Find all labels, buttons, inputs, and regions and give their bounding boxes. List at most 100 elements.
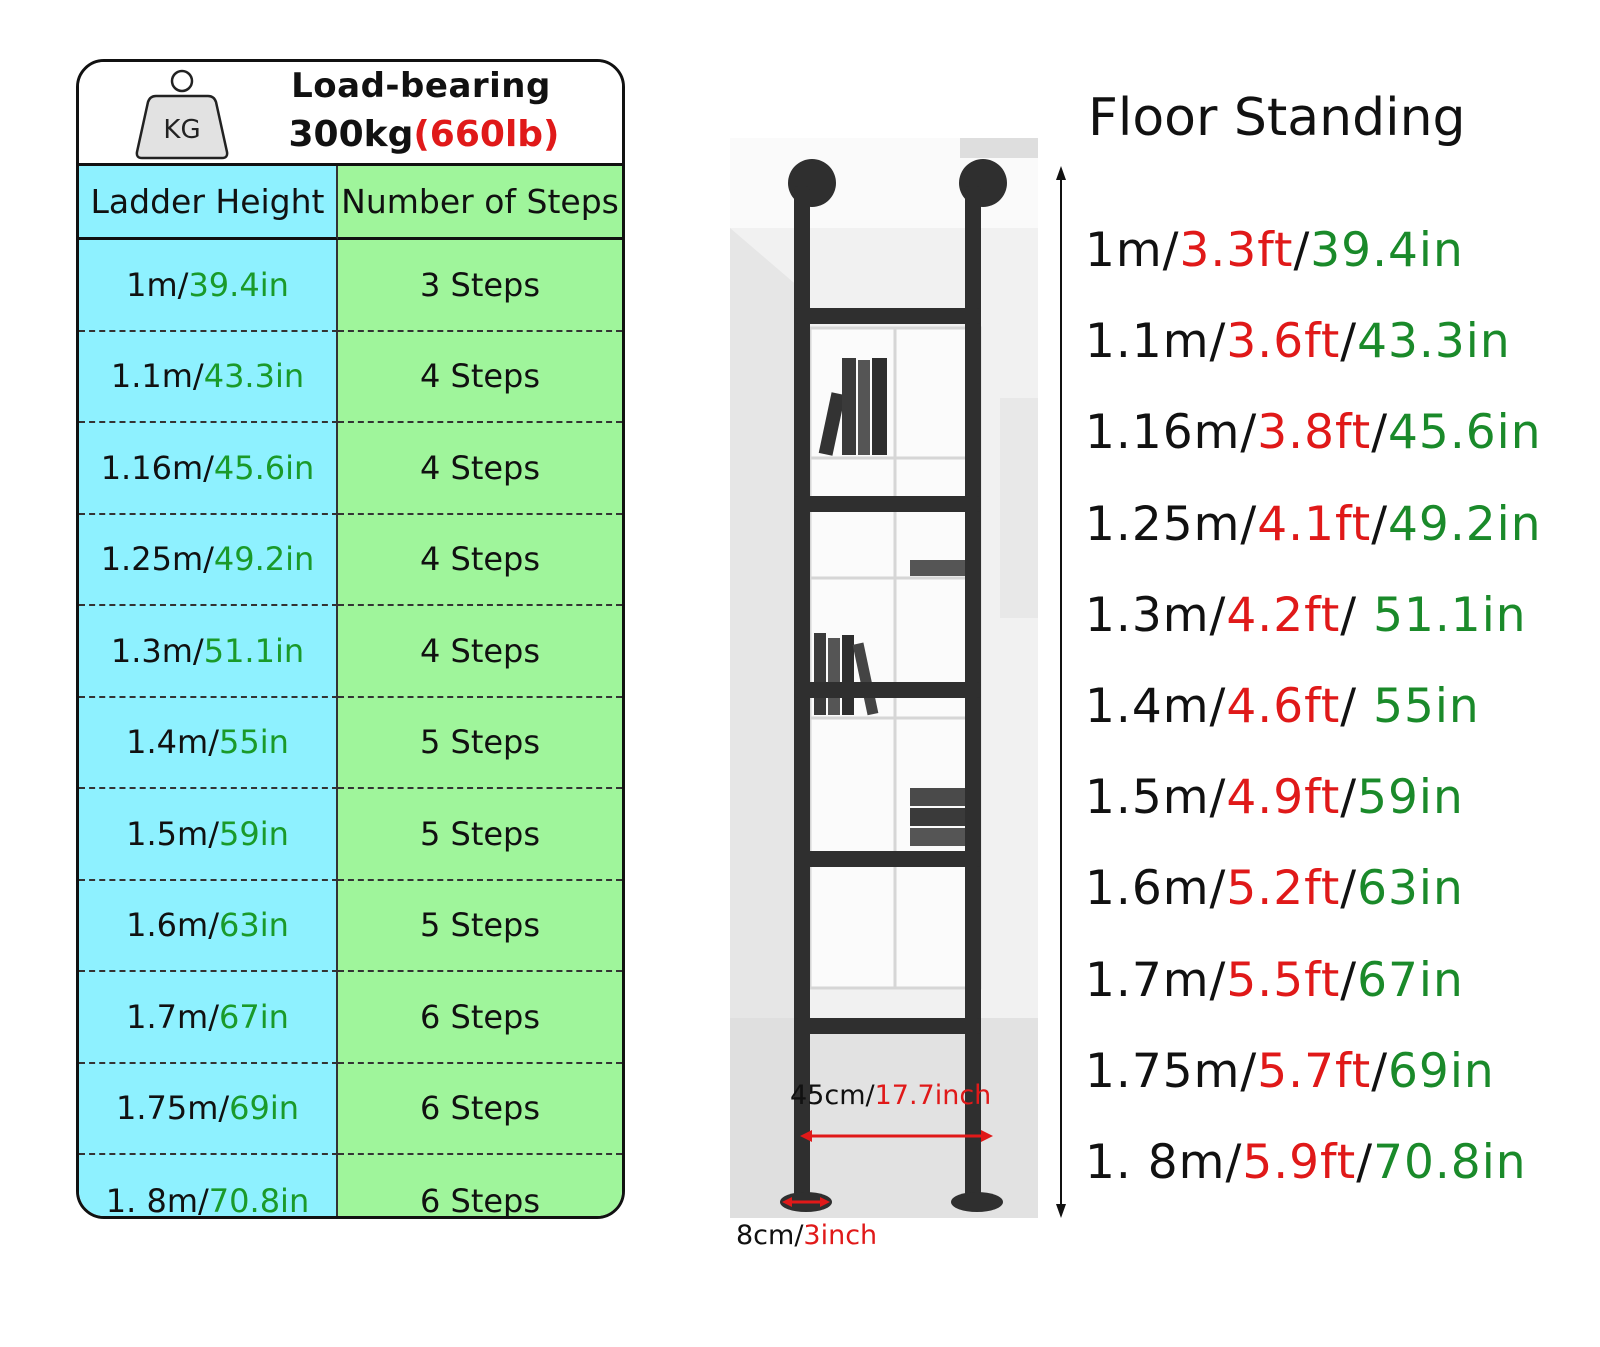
ladder-height-cell: 1.7m/67in (79, 972, 338, 1064)
height-separator: / (1340, 678, 1374, 734)
height-metric: 1.25m/ (100, 540, 214, 579)
steps-cell: 6 Steps (338, 972, 622, 1064)
height-feet: 5.5ft (1226, 952, 1341, 1008)
steps-cell: 6 Steps (338, 1155, 622, 1216)
side-wall (730, 228, 800, 1218)
steps-cell: 4 Steps (338, 514, 622, 606)
steps-cell: 4 Steps (338, 606, 622, 698)
ladder-height-cell: 1.6m/63in (79, 880, 338, 972)
height-separator: / (1340, 770, 1358, 826)
steps-cell: 4 Steps (338, 423, 622, 515)
ladder-illustration (730, 138, 1038, 1218)
list-item: 1.7m/5.5ft/67in (1085, 952, 1542, 1043)
header-number-of-steps: Number of Steps (338, 166, 622, 240)
capacity-kg: 300kg (288, 114, 414, 155)
table-header-row: Ladder Height Number of Steps (79, 166, 622, 240)
ladder-height-cell: 1.1m/43.3in (79, 331, 338, 423)
floor-rug (730, 1018, 1038, 1218)
height-feet: 4.1ft (1257, 496, 1372, 552)
height-separator: / (1293, 223, 1311, 278)
list-item: 1.5m/4.9ft/59in (1085, 769, 1542, 860)
ladder-rung (794, 1018, 981, 1034)
steps-cell: 5 Steps (338, 697, 622, 789)
width-cm: 45cm/ (790, 1080, 875, 1111)
ladder-height-cell: 1.75m/69in (79, 1063, 338, 1155)
height-dimension-arrow (1056, 166, 1066, 1218)
height-feet: 4.6ft (1226, 678, 1341, 734)
height-meters: 1.5m/ (1085, 770, 1227, 826)
ladder-rung (794, 496, 981, 512)
height-separator: / (1340, 587, 1374, 643)
list-item: 1.3m/4.2ft/ 51.1in (1085, 587, 1542, 678)
height-separator: / (1340, 314, 1358, 370)
height-inches: 59in (1357, 770, 1464, 826)
height-feet: 3.3ft (1179, 223, 1294, 278)
height-feet: 4.2ft (1226, 587, 1341, 643)
ladder-height-cell: 1.16m/45.6in (79, 423, 338, 515)
ladder-height-cell: 1.5m/59in (79, 789, 338, 881)
height-inches: 63in (1357, 861, 1464, 917)
ladder-rung (794, 682, 981, 698)
height-feet: 5.7ft (1257, 1043, 1372, 1099)
height-inches: 49.2in (213, 540, 315, 579)
height-inches: 69in (1388, 1043, 1495, 1099)
height-separator: / (1371, 496, 1389, 552)
foot-size-label: 8cm/3inch (736, 1220, 877, 1251)
width-inch: 17.7inch (874, 1080, 992, 1111)
height-meters: 1.16m/ (1085, 405, 1258, 461)
ladder-rung (794, 308, 981, 324)
floor-standing-title: Floor Standing (1088, 88, 1466, 148)
ladder-height-cell: 1.3m/51.1in (79, 606, 338, 698)
height-feet: 3.8ft (1257, 405, 1372, 461)
steps-cell: 5 Steps (338, 789, 622, 881)
height-inches: 59in (218, 814, 289, 853)
height-inches: 63in (218, 906, 289, 945)
height-inches: 51.1in (203, 631, 305, 670)
steps-cell: 4 Steps (338, 331, 622, 423)
height-metric: 1.4m/ (126, 723, 219, 762)
height-inches: 49.2in (1388, 496, 1542, 552)
height-metric: 1. 8m/ (105, 1181, 209, 1219)
list-item: 1.4m/4.6ft/ 55in (1085, 678, 1542, 769)
list-item: 1.1m/3.6ft/43.3in (1085, 313, 1542, 404)
height-meters: 1.7m/ (1085, 952, 1227, 1008)
header-ladder-height: Ladder Height (79, 166, 338, 240)
height-metric: 1.5m/ (126, 814, 219, 853)
ladder-rung (794, 851, 981, 867)
ladder-height-cell: 1.25m/49.2in (79, 514, 338, 606)
height-inches: 51.1in (1373, 587, 1527, 643)
height-meters: 1.4m/ (1085, 678, 1227, 734)
height-metric: 1.75m/ (115, 1089, 230, 1128)
height-separator: / (1371, 1043, 1389, 1099)
height-inches: 67in (218, 997, 289, 1036)
list-item: 1. 8m/5.9ft/70.8in (1085, 1134, 1542, 1225)
foot-inch: 3inch (803, 1220, 878, 1251)
load-capacity: 300kg(660lb) (279, 114, 569, 155)
kg-weight-icon: KG (135, 69, 229, 160)
height-metric: 1.16m/ (100, 448, 214, 487)
height-feet: 5.9ft (1242, 1134, 1357, 1190)
height-meters: 1.75m/ (1085, 1043, 1258, 1099)
list-item: 1m/3.3ft/39.4in (1085, 222, 1542, 313)
height-feet: 3.6ft (1226, 314, 1341, 370)
height-feet: 4.9ft (1226, 770, 1341, 826)
ladder-height-cell: 1m/39.4in (79, 240, 338, 332)
list-item: 1.16m/3.8ft/45.6in (1085, 404, 1542, 495)
height-separator: / (1356, 1134, 1374, 1190)
height-metric: 1m/ (126, 265, 189, 304)
height-meters: 1.25m/ (1085, 496, 1258, 552)
height-feet: 5.2ft (1226, 861, 1341, 917)
height-separator: / (1340, 952, 1358, 1008)
height-metric: 1.7m/ (126, 997, 219, 1036)
height-inches: 45.6in (1388, 405, 1542, 461)
height-metric: 1.1m/ (110, 357, 204, 396)
height-meters: 1m/ (1085, 223, 1180, 278)
right-foot (951, 1192, 1003, 1212)
